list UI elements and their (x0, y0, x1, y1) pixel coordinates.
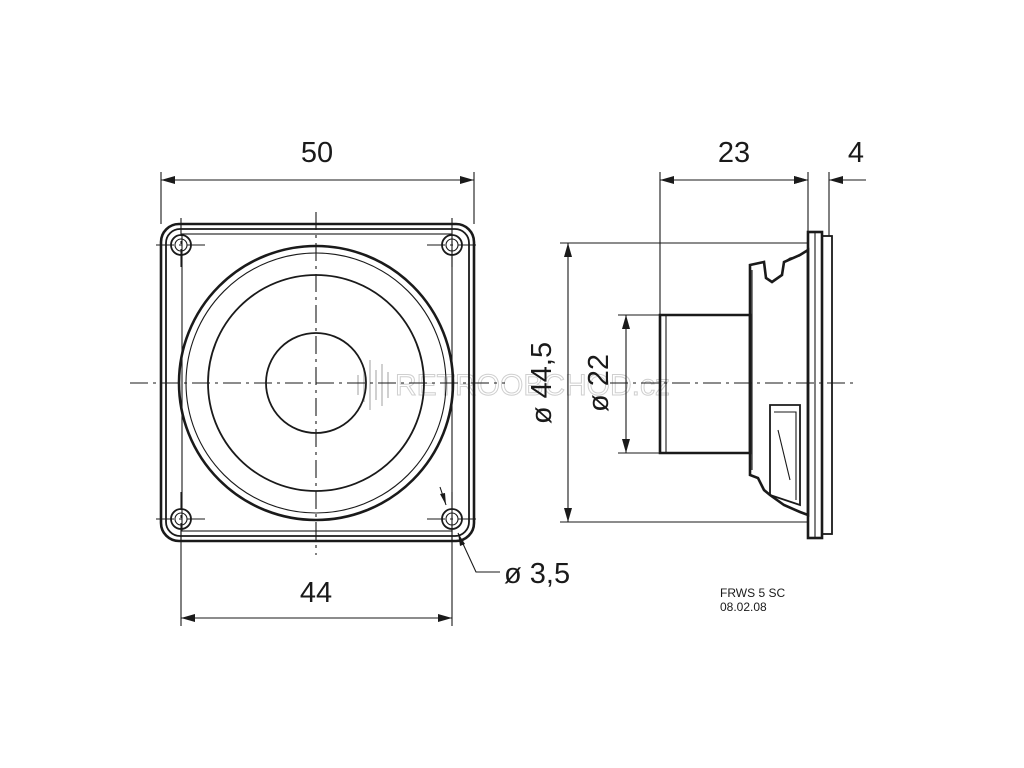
dimension-label-flange-thickness: 4 (848, 137, 864, 169)
front-ring (821, 235, 833, 535)
dimension-depth: 23 (659, 137, 809, 315)
side-view: 23 4 ø 44,5 ø 22 (526, 137, 866, 540)
front-view: 50 44 ø 3,5 (130, 137, 570, 626)
dimension-label-hole-spacing: 44 (300, 577, 332, 609)
dimension-flange-thickness: 4 (790, 137, 866, 236)
dimension-label-outer-diameter: ø 44,5 (526, 342, 558, 424)
dimension-hole-spacing: 44 (180, 530, 453, 626)
model-note: FRWS 5 SC (720, 586, 785, 600)
waveform-icon (357, 360, 389, 410)
dimension-overall-width: 50 (160, 137, 475, 224)
dimension-label-hole-diameter: ø 3,5 (504, 558, 570, 590)
watermark-text: RETROOBCHOD.cz (395, 369, 670, 402)
dimension-label-depth: 23 (718, 137, 750, 169)
dimension-label-width: 50 (301, 137, 333, 169)
watermark: RETROOBCHOD.cz (357, 360, 671, 410)
magnet (658, 313, 752, 455)
date-note: 08.02.08 (720, 600, 767, 614)
dimension-outer-diameter: ø 44,5 (526, 242, 808, 523)
dimension-magnet-diameter: ø 22 (583, 314, 660, 454)
dimension-label-magnet-diameter: ø 22 (583, 354, 615, 412)
basket-window (769, 404, 801, 507)
leader-hole-diameter: ø 3,5 (439, 486, 570, 590)
